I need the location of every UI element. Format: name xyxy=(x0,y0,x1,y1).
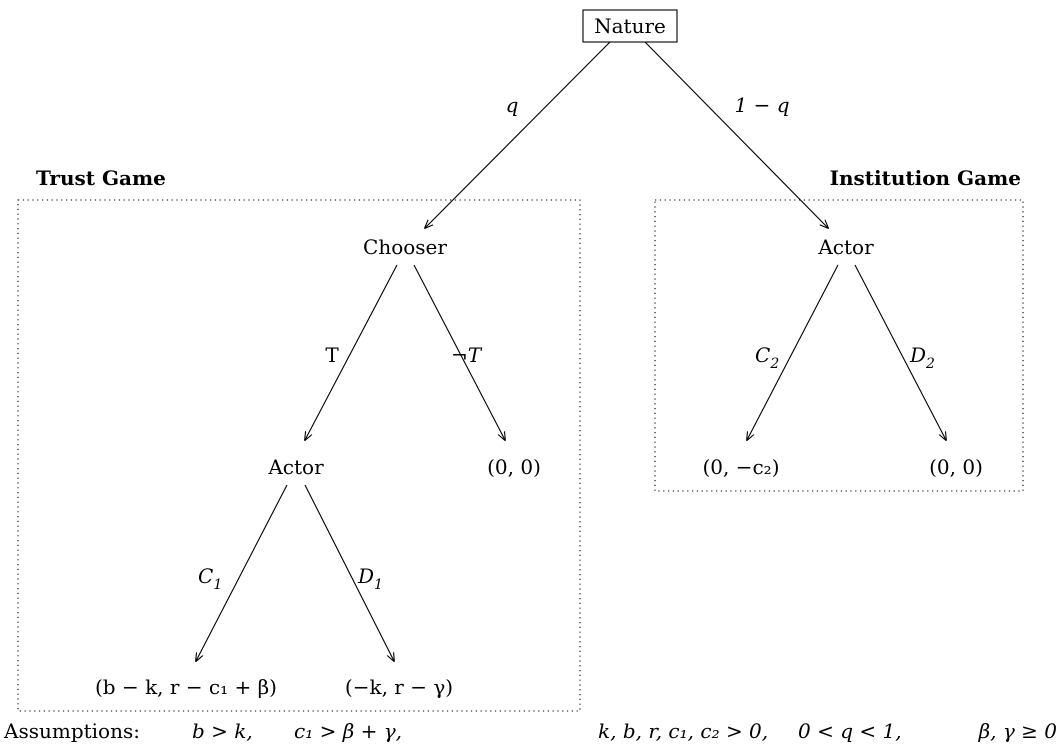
defect1-action-label: D1 xyxy=(357,564,383,593)
cooperate2-action-label: C2 xyxy=(755,343,779,372)
trust-game-panel xyxy=(17,199,581,712)
payoff-defect2: (0, 0) xyxy=(929,455,983,479)
assumption-c1-gt-beta-gamma: c₁ > β + γ, xyxy=(294,719,402,743)
actor-trust-node-label: Actor xyxy=(267,455,324,479)
edge-actor-cooperate2 xyxy=(747,264,839,440)
payoff-not-trust: (0, 0) xyxy=(487,455,541,479)
chooser-node-label: Chooser xyxy=(363,235,447,259)
assumption-beta-gamma-nonnegative: β, γ ≥ 0 xyxy=(978,719,1058,743)
edge-actor-defect2 xyxy=(854,264,946,440)
assumption-q-range: 0 < q < 1, xyxy=(798,719,902,743)
edge-nature-to-chooser xyxy=(425,41,611,228)
assumption-b-gt-k: b > k, xyxy=(192,719,253,743)
probability-one-minus-q-label: 1 − q xyxy=(735,93,790,117)
not-trust-action-label: ¬T xyxy=(451,343,483,367)
edge-nature-to-actor-institution xyxy=(644,41,828,228)
probability-q-label: q xyxy=(506,93,519,117)
assumptions-label: Assumptions: xyxy=(3,719,140,743)
institution-game-title: Institution Game xyxy=(830,166,1021,190)
edge-actor-cooperate1 xyxy=(196,484,288,661)
trust-game-title: Trust Game xyxy=(36,166,166,190)
assumption-positive-params: k, b, r, c₁, c₂ > 0, xyxy=(598,719,768,743)
trust-action-label: T xyxy=(325,343,339,367)
payoff-defect1: (−k, r − γ) xyxy=(345,675,453,699)
edge-actor-defect1 xyxy=(304,484,394,661)
edge-chooser-trust xyxy=(305,264,398,440)
actor-institution-node-label: Actor xyxy=(817,235,874,259)
nature-node-box xyxy=(582,9,678,43)
edge-chooser-not-trust xyxy=(413,264,505,440)
nature-node-label: Nature xyxy=(594,14,666,38)
cooperate1-action-label: C1 xyxy=(198,564,222,593)
payoff-cooperate2: (0, −c₂) xyxy=(702,455,779,479)
payoff-cooperate1: (b − k, r − c₁ + β) xyxy=(95,675,277,699)
defect2-action-label: D2 xyxy=(909,343,935,372)
